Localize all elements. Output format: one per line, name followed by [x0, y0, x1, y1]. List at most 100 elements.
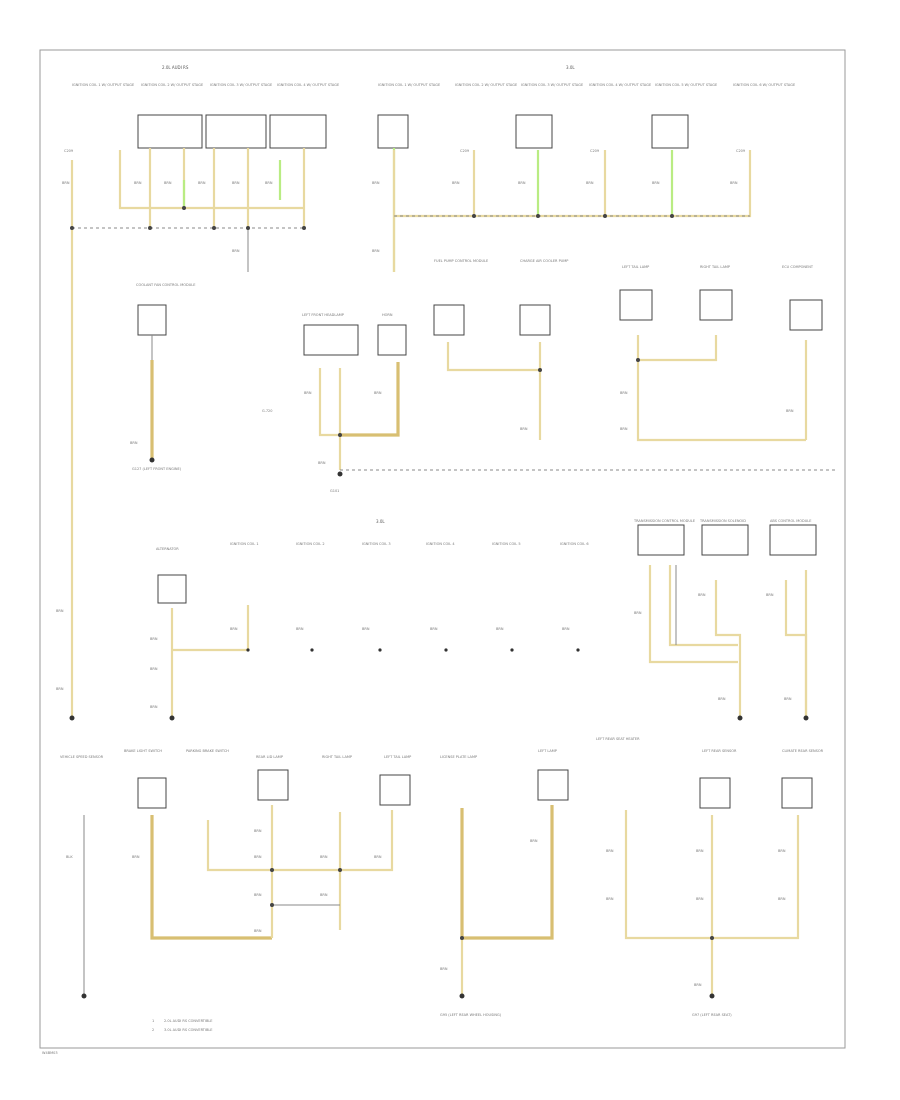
module-label: TRANSMISSION CONTROL MODULE [633, 519, 695, 523]
module-label: IGNITION COIL 2 W/ OUTPUT STAGE [141, 83, 203, 87]
module-label: TRANSMISSION SOLENOID [699, 519, 746, 523]
svg-text:BRN: BRN [164, 181, 172, 185]
svg-text:BRN: BRN [304, 391, 312, 395]
section-label-top-left: 2.0L AUDI RS [162, 65, 189, 70]
module-label: IGNITION COIL 4 W/ OUTPUT STAGE [589, 83, 651, 87]
module-box [515, 114, 553, 149]
module-box [637, 524, 685, 556]
module-box [433, 304, 465, 336]
svg-text:BRN: BRN [452, 181, 460, 185]
module-label: FUEL PUMP CONTROL MODULE [434, 259, 488, 263]
module-label: BRAKE LIGHT SWITCH [124, 749, 162, 753]
row4-modules: VEHICLE SPEED SENSOR BRAKE LIGHT SWITCH … [60, 737, 824, 809]
svg-text:BRN: BRN [634, 611, 642, 615]
svg-text:C209: C209 [590, 149, 599, 153]
svg-text:BRN: BRN [132, 855, 140, 859]
row1-modules: IGNITION COIL 1 W/ OUTPUT STAGE IGNITION… [64, 83, 795, 153]
svg-text:BRN: BRN [372, 249, 380, 253]
svg-text:BRN: BRN [362, 627, 370, 631]
svg-text:BRN: BRN [56, 687, 64, 691]
svg-text:BRN: BRN [440, 967, 448, 971]
module-label: IGNITION COIL 5 W/ OUTPUT STAGE [655, 83, 717, 87]
ground-label: G101 [330, 489, 339, 493]
svg-text:BRN: BRN [198, 181, 206, 185]
module-label: VEHICLE SPEED SENSOR [60, 755, 104, 759]
svg-text:BRN: BRN [150, 667, 158, 671]
svg-text:BRN: BRN [606, 849, 614, 853]
module-box [257, 769, 289, 801]
svg-text:BRN: BRN [520, 427, 528, 431]
module-box [537, 769, 569, 801]
svg-text:BRN: BRN [56, 609, 64, 613]
module-box [699, 289, 733, 321]
legend-text: 3.0L AUDI RS CONVERTIBLE [164, 1028, 213, 1032]
module-label: LEFT REAR SENSOR [702, 749, 737, 753]
module-box [781, 777, 813, 809]
svg-text:BRN: BRN [694, 983, 702, 987]
module-label: LEFT TAIL LAMP [384, 755, 411, 759]
legend-number: 2 [152, 1028, 154, 1032]
module-box [789, 299, 823, 331]
svg-text:BRN: BRN [320, 855, 328, 859]
svg-text:BRN: BRN [652, 181, 660, 185]
module-label: ALTERNATOR [156, 547, 179, 551]
section-label-mid: 3.0L [376, 519, 385, 524]
svg-text:BRN: BRN [696, 849, 704, 853]
svg-text:BRN: BRN [562, 627, 570, 631]
module-label: ABS CONTROL MODULE [770, 519, 811, 523]
svg-text:BRN: BRN [730, 181, 738, 185]
svg-text:BRN: BRN [265, 181, 273, 185]
ground-symbols-row2 [149, 457, 343, 477]
module-label: PARKING BRAKE SWITCH [186, 749, 229, 753]
legend-number: 1 [152, 1019, 154, 1023]
row1-wires [70, 148, 752, 720]
module-box [769, 524, 817, 556]
module-label: IGNITION COIL 3 [362, 542, 391, 546]
svg-text:BRN: BRN [318, 461, 326, 465]
svg-text:BRN: BRN [130, 441, 138, 445]
svg-text:BRN: BRN [778, 849, 786, 853]
svg-text:BRN: BRN [254, 929, 262, 933]
module-box [377, 114, 409, 149]
svg-text:BRN: BRN [606, 897, 614, 901]
module-label: COOLANT FAN CONTROL MODULE [136, 283, 195, 287]
svg-text:BRN: BRN [696, 897, 704, 901]
svg-text:BRN: BRN [254, 855, 262, 859]
module-label: LEFT TAIL LAMP [622, 265, 649, 269]
row2-wires [150, 335, 835, 471]
svg-text:BRN: BRN [778, 897, 786, 901]
module-box [651, 114, 689, 149]
svg-text:BRN: BRN [232, 181, 240, 185]
svg-text:BRN: BRN [430, 627, 438, 631]
module-label: IGNITION COIL 6 W/ OUTPUT STAGE [733, 83, 795, 87]
module-box [205, 114, 267, 149]
module-label: IGNITION COIL 4 W/ OUTPUT STAGE [277, 83, 339, 87]
svg-text:G.720: G.720 [262, 409, 273, 413]
svg-text:BRN: BRN [296, 627, 304, 631]
module-label: IGNITION COIL 2 W/ OUTPUT STAGE [455, 83, 517, 87]
module-label: IGNITION COIL 2 [296, 542, 325, 546]
svg-text:BRN: BRN [374, 855, 382, 859]
module-label: IGNITION COIL 5 [492, 542, 521, 546]
module-label: LEFT LAMP [538, 749, 557, 753]
svg-text:BRN: BRN [134, 181, 142, 185]
module-box [269, 114, 327, 149]
svg-text:BRN: BRN [254, 829, 262, 833]
module-label: ECU COMPONENT [782, 265, 814, 269]
module-label: CHARGE AIR COOLER PUMP [520, 259, 568, 263]
svg-text:BRN: BRN [586, 181, 594, 185]
module-label: RIGHT TAIL LAMP [700, 265, 730, 269]
svg-text:BRN: BRN [620, 391, 628, 395]
svg-text:BRN: BRN [766, 593, 774, 597]
module-label: IGNITION COIL 1 W/ OUTPUT STAGE [378, 83, 440, 87]
module-box [137, 304, 167, 336]
module-box [137, 777, 167, 809]
ground-label: G95 (LEFT REAR WHEEL HOUSING) [440, 1013, 502, 1017]
module-box [699, 777, 731, 809]
module-label: LICENSE PLATE LAMP [440, 755, 477, 759]
module-box [619, 289, 653, 321]
svg-text:C209: C209 [460, 149, 469, 153]
module-label: RIGHT TAIL LAMP [322, 755, 352, 759]
svg-text:BRN: BRN [150, 637, 158, 641]
ground-label: G127 (LEFT FRONT ENGINE) [132, 467, 182, 471]
